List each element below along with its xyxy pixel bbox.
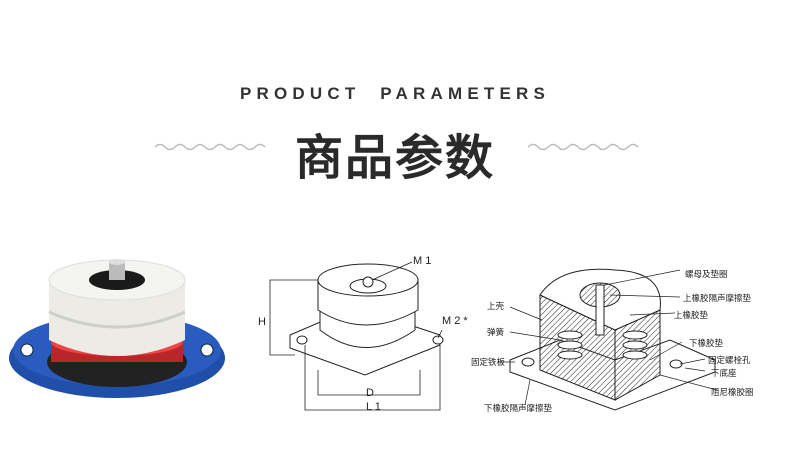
title-chinese: 商品参数 <box>294 130 495 186</box>
label-spring: 弹簧 <box>487 328 505 338</box>
label-m2: M 2 * <box>442 315 468 327</box>
label-bolt-hole: 固定螺栓孔 <box>708 356 751 366</box>
product-photo <box>9 259 225 398</box>
cutaway-diagram <box>498 268 718 411</box>
label-damping-ring: 阻尼橡胶圈 <box>711 388 754 398</box>
label-lower-rubber-pad: 下橡胶垫 <box>689 339 724 349</box>
label-upper-sound-pad: 上橡胶隔声摩擦垫 <box>683 294 752 304</box>
label-upper-rubber-pad: 上橡胶垫 <box>674 311 709 321</box>
label-m1: M 1 <box>413 255 432 267</box>
label-lower-base: 下底座 <box>711 369 737 379</box>
title-english: PRODUCT PARAMETERS <box>239 84 551 103</box>
label-fixing-plate: 固定铁板 <box>471 358 506 368</box>
label-nut-washer: 螺母及垫圈 <box>685 270 728 280</box>
wave-divider-right <box>528 143 639 151</box>
label-h: H <box>258 316 266 328</box>
label-upper-shell: 上壳 <box>487 302 505 312</box>
label-l1: L 1 <box>366 401 381 413</box>
label-lower-sound-pad: 下橡胶隔声摩擦垫 <box>484 404 553 414</box>
label-d: D <box>366 387 374 399</box>
dimension-diagram <box>269 261 444 411</box>
wave-divider-left <box>155 143 266 151</box>
